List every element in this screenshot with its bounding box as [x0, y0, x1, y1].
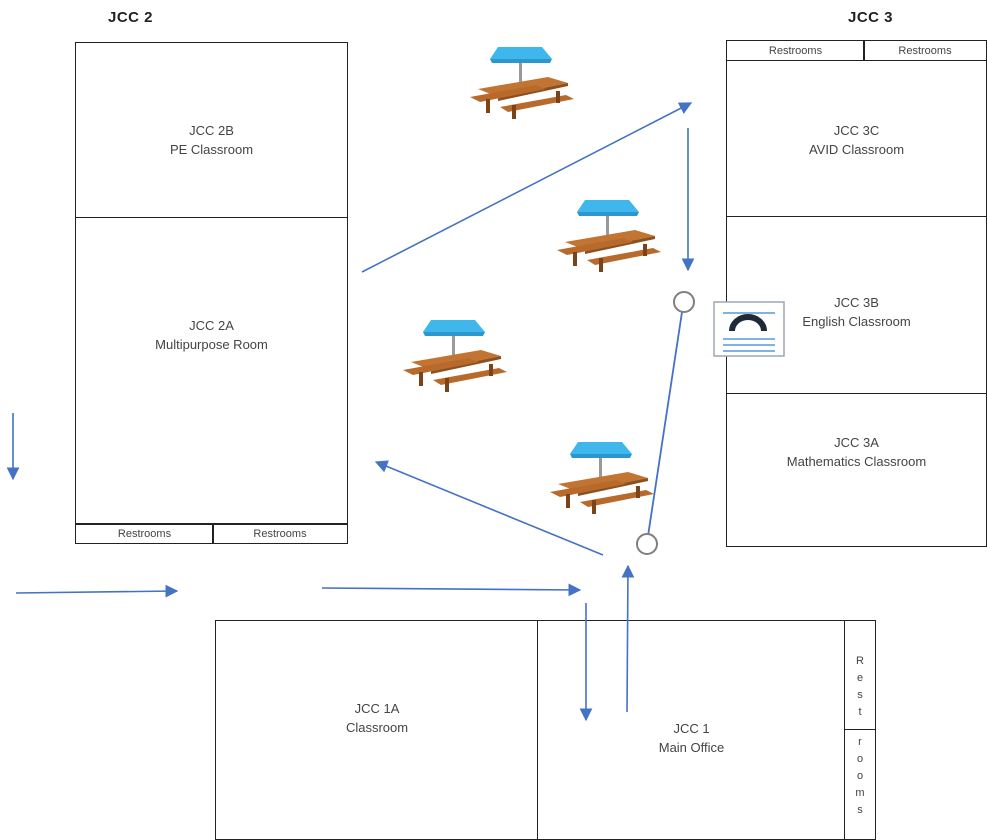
room-name: Classroom [345, 720, 409, 735]
restroom-jcc2-left: Restrooms [75, 523, 214, 544]
room-code: JCC 3A [834, 435, 879, 450]
picnic-table-icon [403, 320, 507, 392]
restroom-letter: e [856, 672, 864, 684]
room-jcc3a: JCC 3A Mathematics Classroom [726, 393, 987, 547]
room-code: JCC 2A [189, 318, 234, 333]
restroom-jcc1-bottom: r o o m s [844, 729, 876, 840]
restroom-letter: m [855, 787, 865, 799]
room-jcc1: JCC 1 Main Office [537, 620, 846, 840]
path-arrow [15, 584, 179, 598]
restroom-jcc1-top: R e s t [844, 620, 876, 731]
room-jcc3c: JCC 3C AVID Classroom [726, 60, 987, 218]
restroom-letter: t [858, 706, 862, 718]
text-box-cursor-icon[interactable] [713, 301, 785, 357]
path-arrow [621, 564, 635, 713]
room-name: AVID Classroom [808, 142, 905, 157]
room-jcc2a: JCC 2A Multipurpose Room [75, 217, 348, 525]
restroom-letter: R [856, 655, 864, 667]
building-title-jcc2: JCC 2 [108, 9, 154, 26]
selected-connector-line[interactable] [647, 311, 683, 537]
restroom-letter: o [856, 770, 864, 782]
picnic-table-icon [470, 47, 574, 119]
path-arrow [321, 583, 582, 597]
restroom-letter: s [857, 689, 863, 701]
room-code: JCC 1 [673, 721, 710, 736]
restroom-letter: o [856, 753, 864, 765]
room-name: Multipurpose Room [155, 337, 268, 352]
connector-handle-bottom[interactable] [636, 533, 658, 555]
connector-handle-top[interactable] [673, 291, 695, 313]
room-jcc1a: JCC 1A Classroom [215, 620, 539, 840]
building-title-jcc3: JCC 3 [848, 9, 894, 26]
path-arrow [361, 102, 693, 273]
picnic-table-icon [550, 442, 654, 514]
room-code: JCC 1A [354, 701, 400, 716]
restroom-letter: r [858, 736, 862, 748]
room-code: JCC 3B [834, 295, 879, 310]
restroom-jcc2-right: Restrooms [212, 523, 348, 544]
path-arrow [374, 460, 604, 556]
room-name: English Classroom [802, 314, 911, 329]
restroom-letter: s [857, 804, 863, 816]
room-name: PE Classroom [169, 142, 254, 157]
room-jcc2b: JCC 2B PE Classroom [75, 42, 348, 219]
room-code: JCC 2B [189, 123, 234, 138]
room-name: Mathematics Classroom [786, 454, 927, 469]
room-name: Main Office [658, 740, 725, 755]
room-code: JCC 3C [833, 123, 880, 138]
picnic-table-icon [557, 200, 661, 272]
